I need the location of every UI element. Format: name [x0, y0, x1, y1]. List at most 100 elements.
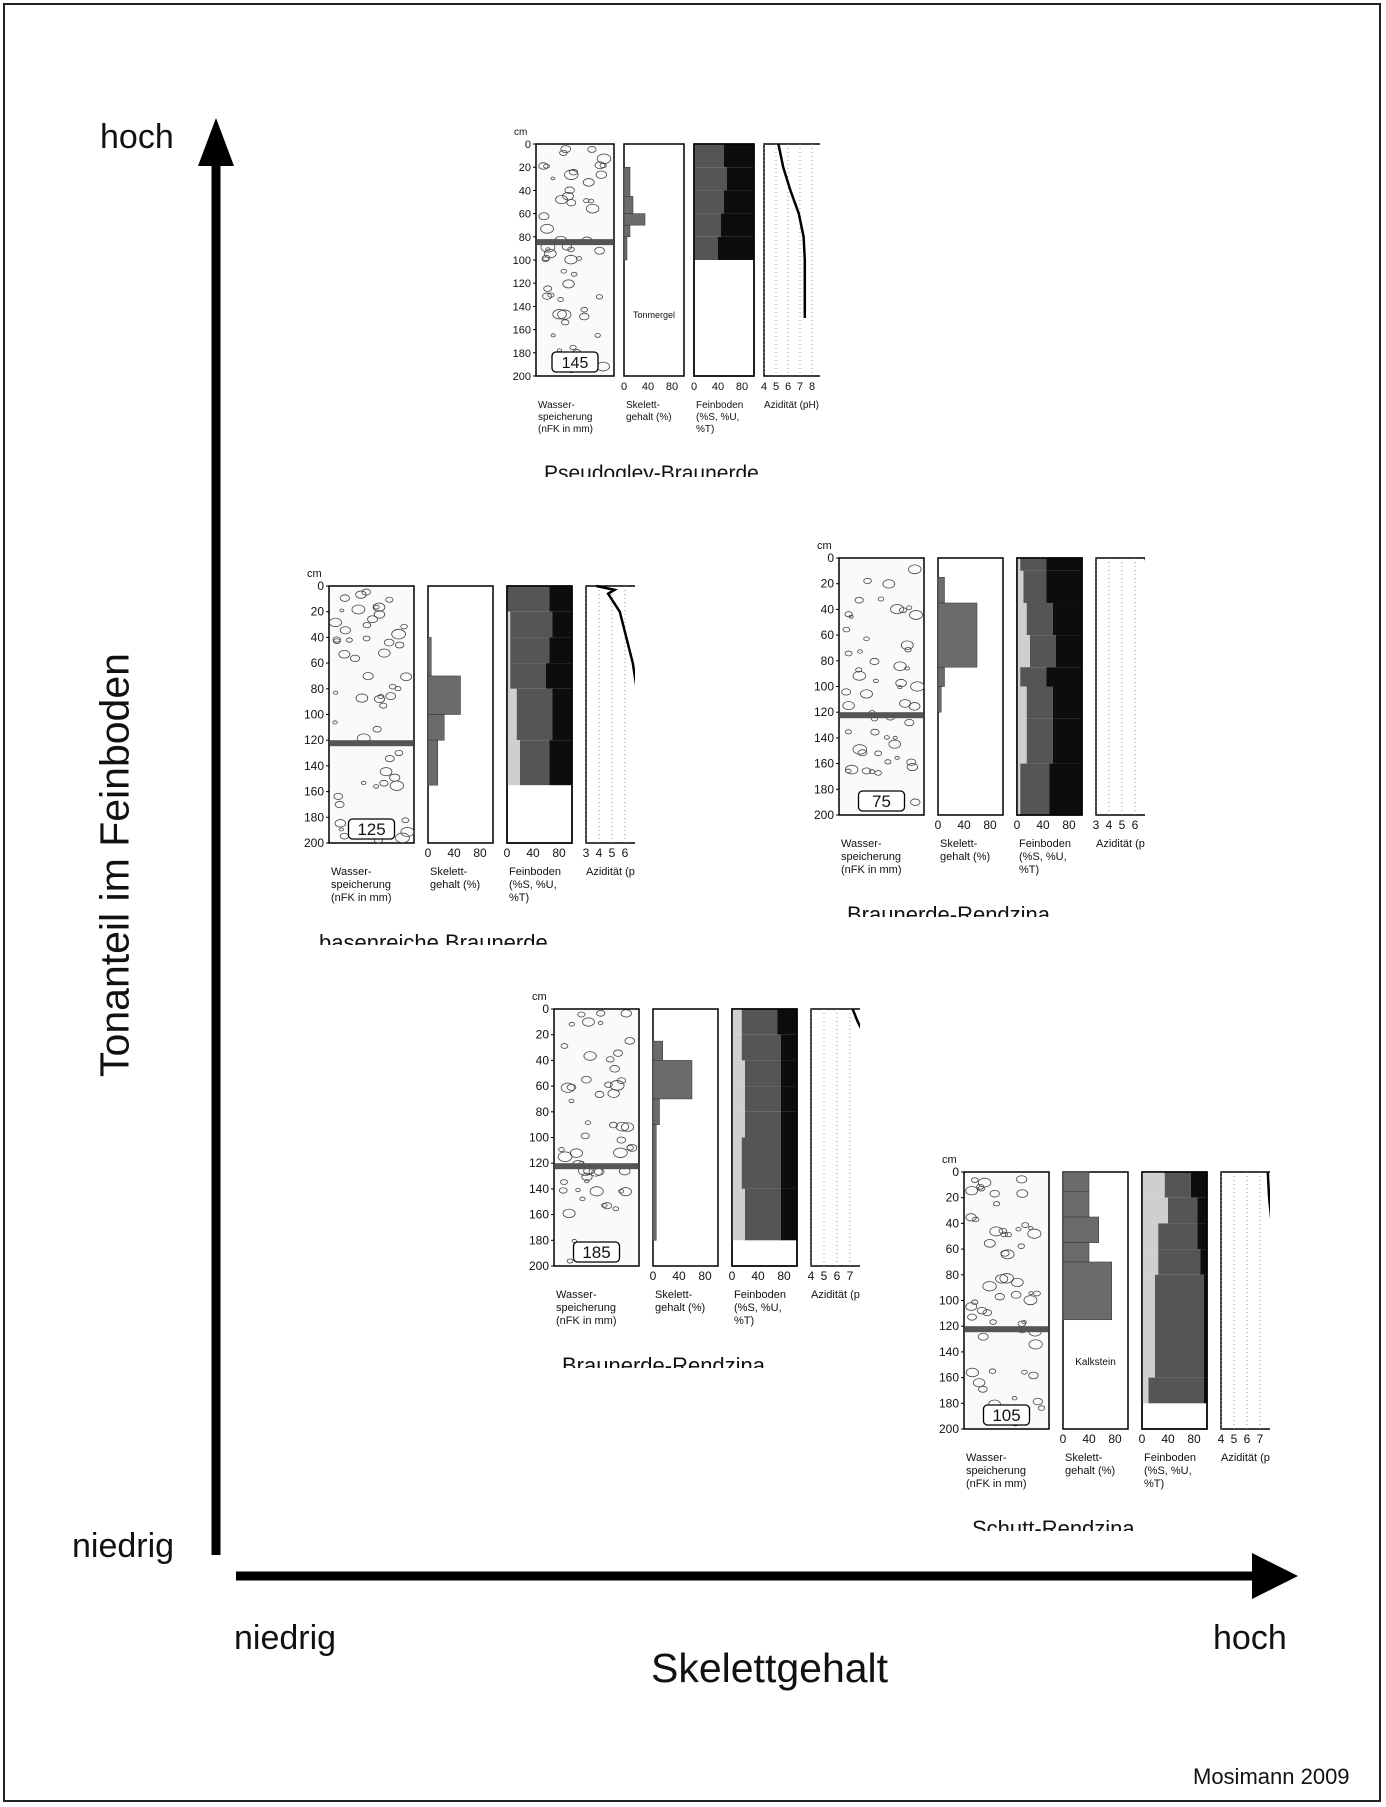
- feinboden-tick-label: 80: [1062, 818, 1076, 832]
- feinboden-clay: [1190, 1172, 1207, 1198]
- feinboden-label: (%S, %U,: [696, 412, 739, 423]
- water-storage-label: Wasser-: [331, 866, 372, 878]
- feinboden-sand: [1017, 686, 1027, 719]
- depth-tick-label: 140: [513, 301, 531, 313]
- soil-stone: [1010, 1277, 1024, 1288]
- soil-stone: [581, 1075, 592, 1084]
- feinboden-silt: [694, 213, 721, 237]
- skeleton-bar: [1062, 1216, 1099, 1243]
- feinboden-sand: [1017, 558, 1021, 571]
- feinboden-silt: [1168, 1197, 1198, 1224]
- feinboden-border: [1016, 557, 1083, 816]
- feinboden-clay: [724, 190, 754, 214]
- depth-tick-label: 160: [939, 1371, 959, 1385]
- soil-stone: [841, 688, 852, 696]
- soil-stone: [977, 1332, 989, 1341]
- skeleton-label: Skelett-: [940, 838, 978, 850]
- profile-name: Braunerde-Rendzina: [562, 1353, 766, 1368]
- feinboden-clay: [727, 167, 754, 191]
- soil-stone: [579, 1196, 586, 1202]
- depth-tick-label: 120: [513, 278, 531, 290]
- soil-stone: [558, 1187, 568, 1194]
- ph-tick-label: 5: [1231, 1432, 1238, 1446]
- skeleton-column: [623, 143, 685, 377]
- soil-stone: [400, 672, 413, 682]
- feinboden-tick-label: 80: [777, 1269, 791, 1283]
- soil-stone: [977, 1177, 992, 1188]
- soil-stone: [1021, 1320, 1027, 1325]
- depth-tick-label: 60: [821, 628, 835, 642]
- soil-stone: [564, 254, 578, 265]
- feinboden-sand: [1017, 570, 1024, 603]
- feinboden-sand: [732, 1009, 742, 1035]
- soil-stone: [561, 319, 570, 326]
- depth-tick-label: 100: [939, 1294, 959, 1308]
- nfk-box: [572, 1241, 621, 1263]
- skeleton-bar: [427, 739, 438, 786]
- feinboden-silt: [745, 1111, 781, 1138]
- soil-stone: [906, 762, 919, 772]
- feinboden-silt: [1164, 1172, 1191, 1198]
- feinboden-tick-label: 0: [1014, 818, 1021, 832]
- depth-tick-label: 160: [513, 325, 531, 337]
- soil-stone: [562, 1208, 576, 1219]
- skeleton-tick-label: 0: [425, 846, 432, 860]
- credit-text: Mosimann 2009: [1193, 1764, 1350, 1789]
- soil-stone: [909, 610, 923, 620]
- soil-stone: [328, 617, 342, 628]
- soil-stone: [594, 1090, 605, 1098]
- soil-stone: [584, 1179, 590, 1184]
- soil-stone: [857, 649, 863, 654]
- soil-stone: [882, 579, 896, 589]
- soil-stone: [559, 149, 568, 156]
- feinboden-silt: [1148, 1377, 1204, 1404]
- soil-stone: [560, 145, 572, 153]
- soil-stone: [855, 667, 863, 673]
- skeleton-label: Skelett-: [626, 400, 660, 411]
- soil-stone: [378, 648, 391, 658]
- soil-stone: [362, 635, 371, 642]
- water-storage-label: speicherung: [538, 412, 592, 423]
- soil-stone: [538, 212, 550, 221]
- soil-stone: [543, 285, 553, 292]
- profile-name: basenreiche Braunerde: [319, 930, 548, 945]
- soil-stone: [577, 1011, 586, 1018]
- ph-tick-label: 7: [1257, 1432, 1264, 1446]
- feinboden-border: [506, 585, 573, 844]
- ph-curve: [596, 584, 635, 686]
- skeleton-tick-label: 40: [642, 381, 654, 393]
- depth-unit-label: cm: [942, 1154, 957, 1166]
- feinboden-silt: [694, 144, 724, 168]
- feinboden-sand: [1142, 1249, 1159, 1275]
- feinboden-silt: [694, 236, 718, 260]
- soil-stone: [562, 279, 575, 289]
- feinboden-sand: [1017, 602, 1027, 636]
- skeleton-annotation: Tonmergel: [633, 310, 675, 320]
- water-storage-label: speicherung: [331, 879, 391, 891]
- soil-stone: [874, 750, 883, 757]
- soil-stone: [609, 1080, 625, 1091]
- soil-stone: [844, 764, 859, 775]
- skeleton-tick-label: 40: [672, 1269, 686, 1283]
- soil-stone: [569, 168, 579, 176]
- feinboden-label: Feinboden: [509, 866, 561, 878]
- soil-stone: [338, 827, 344, 832]
- soil-stone: [567, 246, 575, 253]
- soil-stone: [993, 1201, 1001, 1207]
- soil-stone: [624, 1037, 635, 1045]
- feinboden-silt: [745, 1188, 781, 1241]
- feinboden-clay: [780, 1060, 797, 1087]
- soil-stone: [606, 1056, 615, 1063]
- soil-stone: [1015, 1226, 1022, 1232]
- soil-stone: [844, 650, 853, 657]
- ph-curve: [777, 143, 807, 318]
- skeleton-bar: [652, 1098, 660, 1125]
- soil-stone: [863, 636, 870, 642]
- soil-stone: [582, 178, 595, 187]
- soil-drawing-column: [838, 557, 925, 816]
- water-storage-label: (nFK in mm): [538, 424, 593, 435]
- feinboden-silt: [741, 1034, 781, 1061]
- feinboden-silt: [520, 740, 550, 786]
- water-storage-label: Wasser-: [966, 1452, 1007, 1464]
